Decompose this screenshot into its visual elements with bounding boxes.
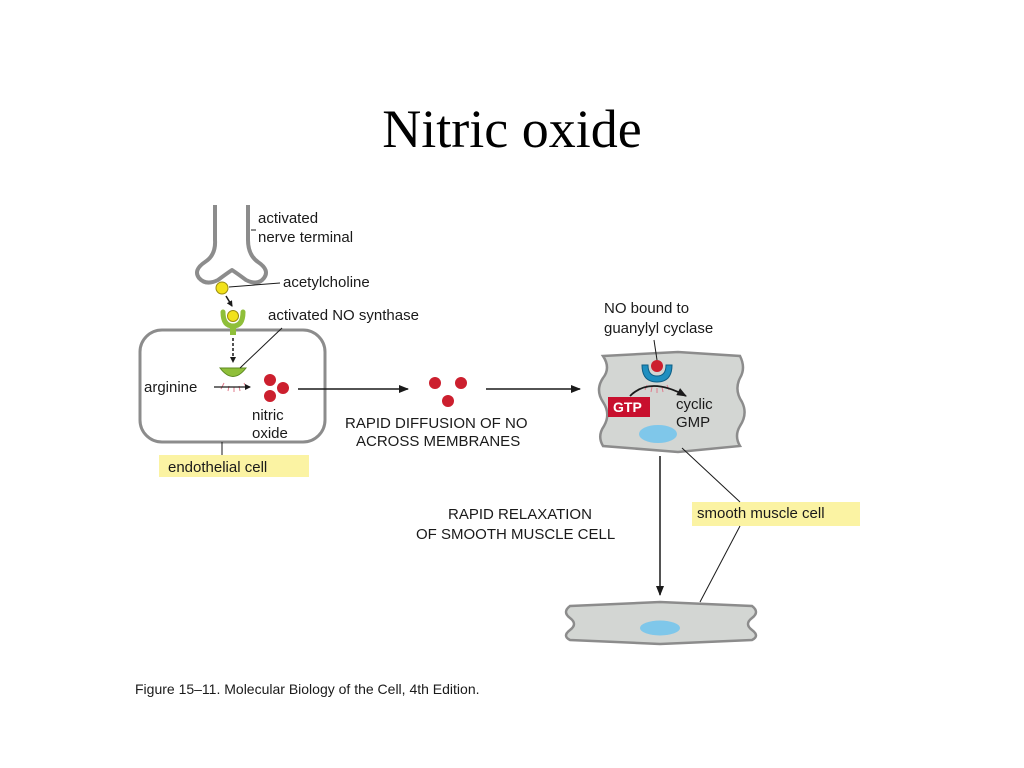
nitric-oxide-molecules-source: [264, 374, 289, 402]
acetylcholine-label: acetylcholine: [283, 274, 370, 291]
acetylcholine-molecule: [215, 281, 229, 295]
cyclic-gmp-label-line2: GMP: [676, 414, 710, 431]
arginine-label: arginine: [144, 379, 197, 396]
nitric-oxide-label-line2: oxide: [252, 425, 288, 442]
smooth-muscle-leader-upper: [681, 447, 741, 503]
relaxation-label-line1: RAPID RELAXATION: [448, 506, 592, 523]
gtp-to-cgmp-arrow: [629, 385, 687, 397]
no-bound-label-line2: guanylyl cyclase: [604, 320, 713, 337]
nitric-oxide-label-line1: nitric: [252, 407, 284, 424]
cyclic-gmp-label-line1: cyclic: [676, 396, 713, 413]
endothelial-cell-label-highlight: [159, 455, 309, 477]
no-bound-leader: [653, 339, 658, 361]
figure-caption: Figure 15–11. Molecular Biology of the C…: [135, 681, 480, 697]
gtp-box: [608, 397, 650, 417]
nerve-terminal-label-line2: nerve terminal: [258, 229, 353, 246]
relaxation-label-line2: OF SMOOTH MUSCLE CELL: [416, 526, 615, 543]
gtp-label: GTP: [613, 399, 642, 415]
diffusion-label-line2: ACROSS MEMBRANES: [356, 433, 520, 450]
nucleus-relaxed: [640, 620, 680, 636]
acetylcholine-leader: [228, 282, 281, 288]
no-synthase-leader: [239, 327, 283, 369]
nitric-oxide-molecules-diffusing: [429, 377, 467, 407]
nerve-terminal-label-line1: activated: [258, 210, 318, 227]
bound-nitric-oxide: [651, 360, 663, 372]
smooth-muscle-label-highlight: [692, 502, 860, 526]
no-synthase-label: activated NO synthase: [268, 307, 419, 324]
no-synthase: [218, 367, 248, 392]
smooth-muscle-leader-lower: [699, 525, 741, 603]
smooth-muscle-cell-contracted: [597, 350, 746, 454]
smooth-muscle-cell-label: smooth muscle cell: [697, 505, 825, 522]
endothelial-cell-label: endothelial cell: [168, 459, 267, 476]
acetylcholine-arrow: [225, 295, 233, 307]
no-bound-label-line1: NO bound to: [604, 300, 689, 317]
bound-acetylcholine: [227, 310, 239, 322]
slide-title: Nitric oxide: [382, 99, 642, 159]
nucleus-contracted: [639, 425, 677, 443]
diffusion-label-line1: RAPID DIFFUSION OF NO: [345, 415, 528, 432]
nerve-terminal: [195, 205, 268, 285]
acetylcholine-receptor: [220, 309, 246, 335]
